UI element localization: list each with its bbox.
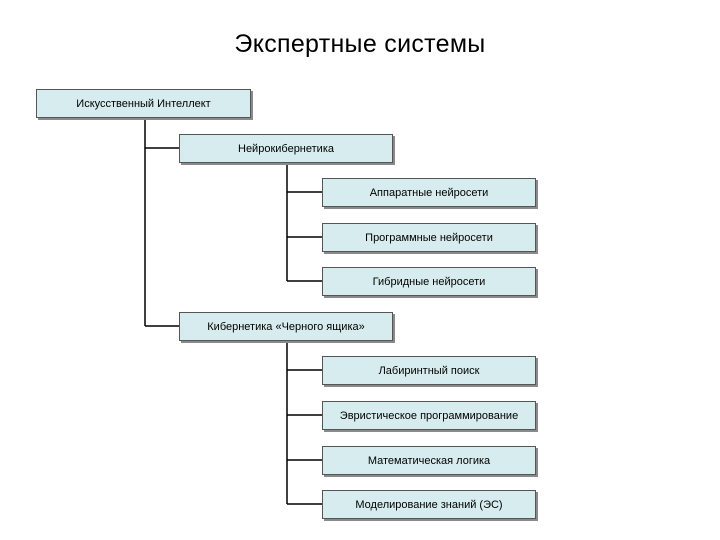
- node-hardware-neural-networks: Аппаратные нейросети: [322, 178, 536, 207]
- node-mathematical-logic: Математическая логика: [322, 446, 536, 475]
- node-hybrid-neural-networks: Гибридные нейросети: [322, 267, 536, 296]
- node-labyrinth-search: Лабиринтный поиск: [322, 356, 536, 385]
- node-black-box-cybernetics: Кибернетика «Черного ящика»: [179, 312, 393, 341]
- node-knowledge-modeling: Моделирование знаний (ЭС): [322, 490, 536, 519]
- node-artificial-intelligence: Искусственный Интеллект: [36, 89, 251, 118]
- node-software-neural-networks: Программные нейросети: [322, 223, 536, 252]
- page-title: Экспертные системы: [234, 30, 486, 58]
- node-neurocybernetics: Нейрокибернетика: [179, 134, 393, 163]
- node-heuristic-programming: Эвристическое программирование: [322, 401, 536, 430]
